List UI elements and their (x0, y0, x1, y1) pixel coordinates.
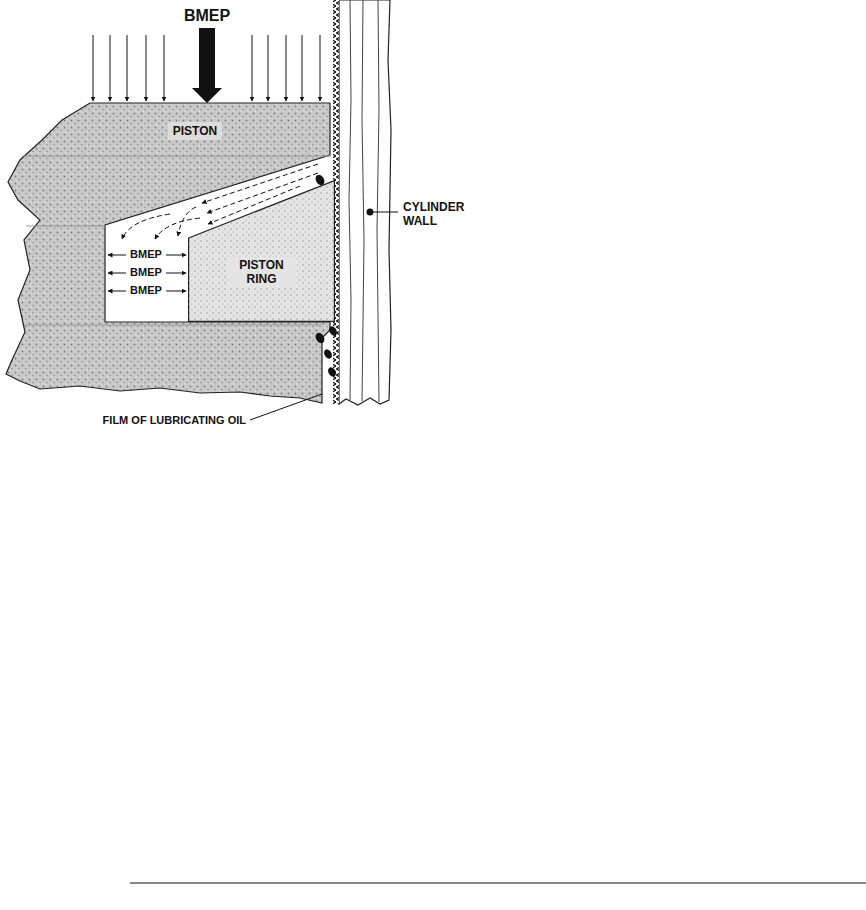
pressure-arrow (108, 255, 126, 256)
pressure-arrow (93, 35, 94, 101)
gas-flow-arrow (122, 214, 170, 239)
pressure-arrows (93, 35, 320, 101)
wall-texture-line (362, 0, 364, 401)
ring-outline (188, 180, 335, 322)
cylinder-wall (339, 0, 391, 405)
pressure-label: BMEP (130, 284, 162, 297)
wall-texture-line (377, 0, 379, 402)
bmep-main-arrow (192, 28, 222, 103)
pressure-arrow (252, 35, 253, 101)
oil-droplet (322, 348, 333, 360)
pressure-arrow (108, 291, 126, 292)
pressure-arrow (166, 291, 186, 292)
part-label: CYLINDER WALL (403, 200, 477, 229)
oil-droplet (326, 366, 337, 378)
pressure-arrow (127, 35, 128, 101)
pressure-label: BMEP (130, 266, 162, 279)
part-label: PISTON (173, 124, 217, 138)
ring-label: PISTON RING (227, 257, 297, 287)
load-label: BMEP (184, 6, 230, 25)
piston-texture-line (24, 325, 322, 326)
piston-texture-line (26, 226, 105, 227)
pressure-arrow (108, 273, 126, 274)
pressure-arrow (146, 35, 147, 101)
pressure-arrow (268, 35, 269, 101)
page-rule (130, 883, 866, 884)
pressure-arrow (286, 35, 287, 101)
pressure-arrow (166, 273, 186, 274)
ring-shape (189, 181, 335, 322)
leader-line (370, 212, 398, 213)
pressure-arrow (320, 35, 321, 101)
pressure-arrow (302, 35, 303, 101)
wall-texture-line (349, 0, 351, 400)
part-label: FILM OF LUBRICATING OIL (103, 414, 246, 427)
oil-droplet (314, 331, 326, 345)
pressure-arrow (110, 35, 111, 101)
leader-line (250, 394, 322, 420)
piston-label-box: PISTON (168, 122, 222, 140)
pressure-arrow (164, 35, 165, 101)
piston-texture-line (22, 156, 330, 157)
pressure-arrow (166, 255, 186, 256)
oil-droplet (327, 325, 338, 337)
piston-ring: PISTON RING (188, 180, 335, 322)
pressure-label: BMEP (130, 248, 162, 261)
